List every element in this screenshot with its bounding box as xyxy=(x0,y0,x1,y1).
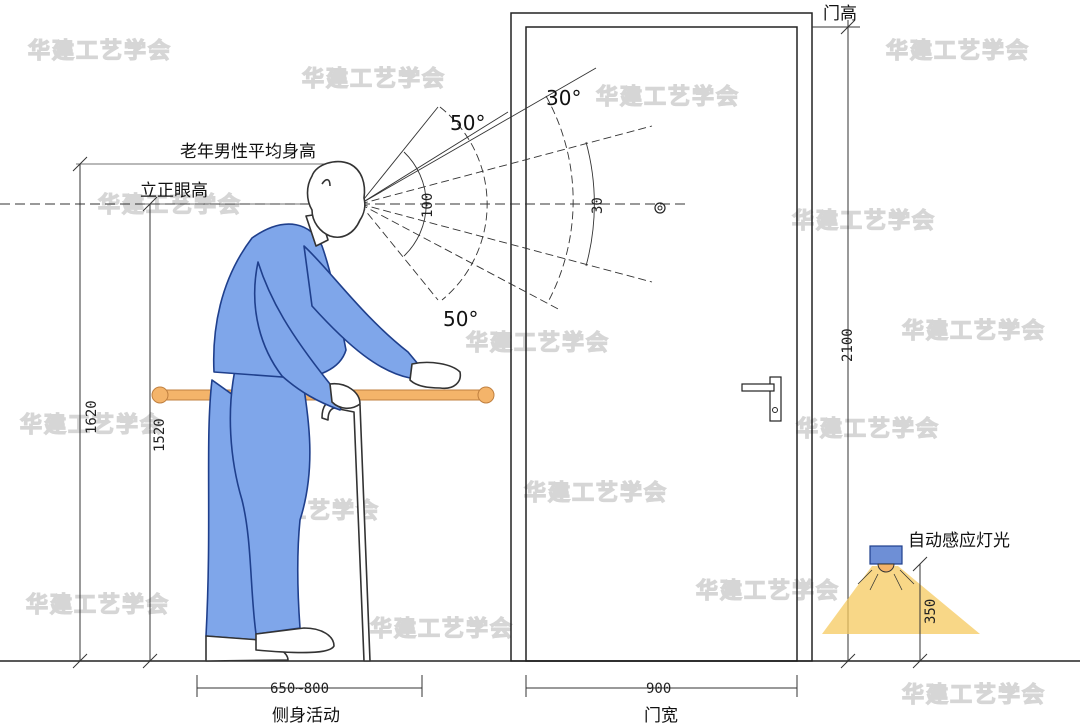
side-activity-label: 侧身活动 xyxy=(272,706,340,726)
watermark: 华建工艺学会 xyxy=(370,616,514,642)
sensor-lamp-icon xyxy=(869,545,903,565)
sensor-light-label: 自动感应灯光 xyxy=(908,531,1010,551)
dim-1620: 1620 xyxy=(84,400,100,434)
watermark: 华建工艺学会 xyxy=(302,66,446,92)
watermark: 华建工艺学会 xyxy=(886,38,1030,64)
watermark: 华建工艺学会 xyxy=(596,84,740,110)
light-glow xyxy=(822,566,980,634)
door-leaf xyxy=(525,26,798,662)
angle-arc-100 xyxy=(403,151,427,257)
angle-label-lower: 50° xyxy=(443,307,478,331)
sensor-light xyxy=(822,545,980,634)
sight-line xyxy=(359,125,653,205)
angle-arc-50 xyxy=(439,106,488,301)
watermark: 华建工艺学会 xyxy=(902,682,1046,708)
eye-height-label: 立正眼高 xyxy=(140,181,208,201)
sight-upper-50 xyxy=(359,106,439,205)
angle-arc-30-inner xyxy=(585,141,595,267)
dim-2100: 2100 xyxy=(840,328,856,362)
dim-side-width: 650~800 xyxy=(270,681,329,697)
dim-1520: 1520 xyxy=(152,418,168,452)
door xyxy=(510,12,813,662)
watermark: 华建工艺学会 xyxy=(28,38,172,64)
sight-line xyxy=(359,111,509,205)
watermark: 华建工艺学会 xyxy=(792,208,936,234)
keyhole xyxy=(772,407,778,413)
door-width-label: 门宽 xyxy=(644,706,678,726)
elderly-man-figure xyxy=(205,160,462,662)
watermark: 华建工艺学会 xyxy=(20,412,164,438)
left-dimensions xyxy=(72,156,158,669)
angle-label-100: 100 xyxy=(420,193,436,218)
watermark: 华建工艺学会 xyxy=(98,192,242,218)
light-height-dimension xyxy=(912,556,928,669)
watermark: 华建工艺学会 xyxy=(902,318,1046,344)
dim-door-width: 900 xyxy=(646,681,671,697)
door-handle-plate xyxy=(769,376,782,422)
watermark: 华建工艺学会 xyxy=(26,592,170,618)
watermark: 华建工艺学会 xyxy=(466,330,610,356)
lamp-bulb xyxy=(877,563,895,573)
sight-line xyxy=(359,203,653,283)
watermark: 华建工艺学会 xyxy=(696,578,840,604)
watermark: 华建工艺学会 xyxy=(524,480,668,506)
sight-lower-50 xyxy=(359,203,439,301)
door-height-label: 门高 xyxy=(823,4,857,24)
dim-350: 350 xyxy=(923,599,939,624)
angle-arc-30-outer xyxy=(545,95,574,303)
sight-line xyxy=(359,67,597,205)
watermark: 华建工艺学会 xyxy=(796,416,940,442)
peephole-icon xyxy=(654,202,666,214)
door-handle-lever xyxy=(741,383,775,392)
bottom-dimensions xyxy=(196,675,798,697)
angle-label-upper: 50° xyxy=(450,111,485,135)
peephole-inner xyxy=(657,205,663,211)
angle-label-inner-30: 30 xyxy=(590,197,606,214)
sight-line xyxy=(359,203,561,311)
angle-label-30: 30° xyxy=(546,86,581,110)
elder-height-label: 老年男性平均身高 xyxy=(180,142,316,162)
door-height-dimension xyxy=(812,19,860,669)
